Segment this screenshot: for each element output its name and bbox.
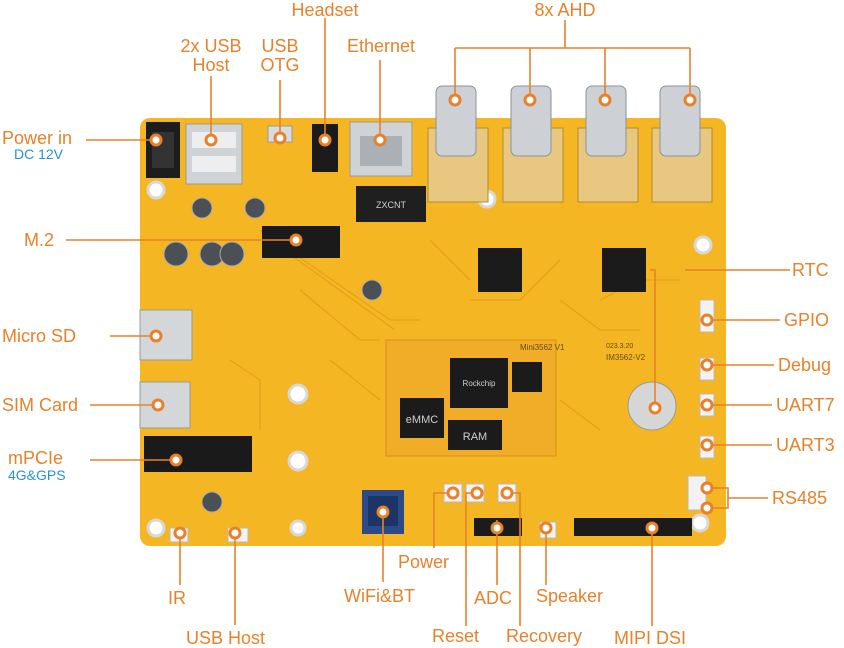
label-recovery: Recovery xyxy=(506,626,583,646)
label-mpcie-sub: 4G&GPS xyxy=(8,467,66,483)
label-mpcie: mPCIe xyxy=(8,448,64,468)
module-name: Mini3562 V1 xyxy=(520,343,565,352)
label-mipi-dsi: MIPI DSI xyxy=(614,628,687,648)
label-speaker: Speaker xyxy=(536,586,604,606)
ram-label: RAM xyxy=(463,431,487,443)
ethernet-transformer: ZXCNT xyxy=(356,186,426,222)
label-usb-otg-line2: OTG xyxy=(260,55,300,75)
label-8x-ahd: 8x AHD xyxy=(534,0,596,20)
pcb-board xyxy=(140,118,726,546)
ahd-decoder-chips xyxy=(478,248,646,292)
eth-module-text: ZXCNT xyxy=(376,200,406,210)
label-wifi-bt: WiFi&BT xyxy=(344,586,415,606)
soc-label: Rockchip xyxy=(463,379,496,388)
label-ir: IR xyxy=(168,588,186,608)
core-module: eMMC Rockchip RAM Mini3562 V1 xyxy=(385,339,565,457)
board-name-text: IM3562-V2 xyxy=(606,353,646,362)
callout-dots xyxy=(149,93,714,540)
board-date-text: 023.3.20 xyxy=(606,343,633,350)
ahd-connectors xyxy=(427,85,713,203)
label-usb-otg-line1: USB xyxy=(261,36,299,56)
label-2x-usb-host-line1: 2x USB xyxy=(180,36,242,56)
label-ethernet: Ethernet xyxy=(346,36,416,56)
dc-jack xyxy=(146,122,180,178)
label-power-in-sub: DC 12V xyxy=(14,146,64,162)
label-micro-sd: Micro SD xyxy=(2,326,77,346)
label-rs485: RS485 xyxy=(772,488,828,508)
label-adc: ADC xyxy=(474,588,513,608)
micro-sd-slot xyxy=(139,309,193,361)
label-uart3: UART3 xyxy=(776,435,835,455)
ethernet-connector xyxy=(349,121,413,177)
label-headset: Headset xyxy=(291,0,359,20)
label-usb-host-bottom: USB Host xyxy=(186,628,266,648)
emmc-label: eMMC xyxy=(406,414,438,426)
label-uart7: UART7 xyxy=(776,395,835,415)
label-power-in: Power in xyxy=(2,128,73,148)
label-reset: Reset xyxy=(432,626,480,646)
mpcie-slot xyxy=(144,436,252,472)
label-rtc: RTC xyxy=(792,260,829,280)
label-m2: M.2 xyxy=(24,230,55,250)
label-sim-card: SIM Card xyxy=(2,395,79,415)
callout-lines xyxy=(66,18,790,626)
label-2x-usb-host-line2: Host xyxy=(192,55,230,75)
label-power: Power xyxy=(398,552,450,572)
capacitors xyxy=(163,197,383,513)
label-debug: Debug xyxy=(778,355,832,375)
label-gpio: GPIO xyxy=(784,310,830,330)
usb-host-top-connector xyxy=(185,123,243,185)
